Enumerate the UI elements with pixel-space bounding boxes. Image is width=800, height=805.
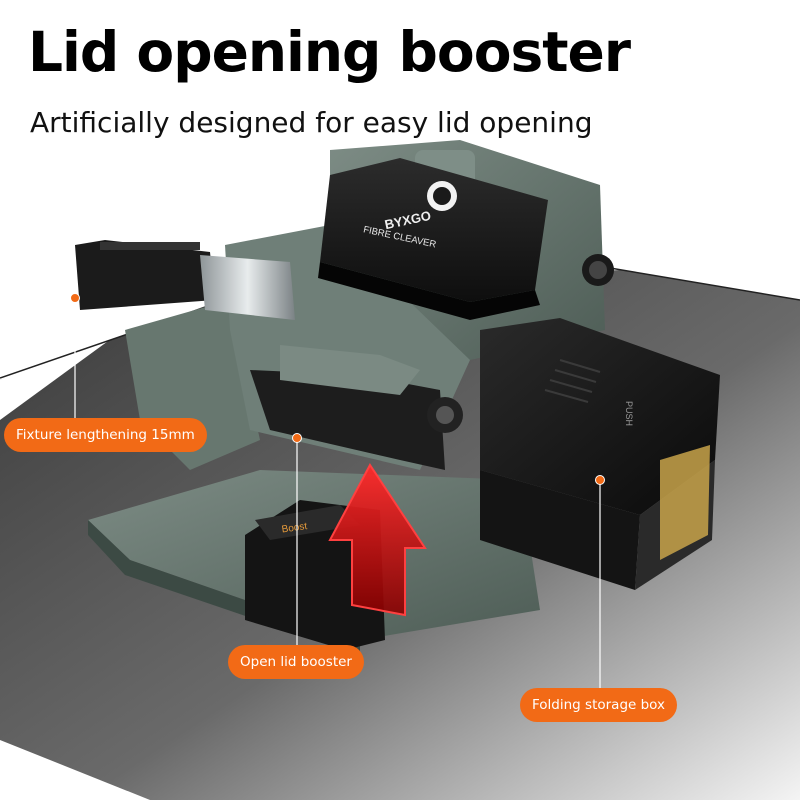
- callout-storage: Folding storage box: [520, 688, 678, 722]
- warning-label: [660, 445, 710, 560]
- callout-booster: Open lid booster: [228, 645, 364, 679]
- fixture-arm: [75, 240, 215, 310]
- marker-fixture: [70, 293, 80, 303]
- marker-storage: [595, 475, 605, 485]
- marker-booster: [292, 433, 302, 443]
- subheadline: Artificially designed for easy lid openi…: [30, 106, 593, 139]
- callout-fixture: Fixture lengthening 15mm: [4, 418, 207, 452]
- push-label: PUSH: [624, 401, 634, 426]
- headline: Lid opening booster: [28, 20, 631, 84]
- steel-clamp: [200, 255, 295, 320]
- arrow-up-icon: [328, 463, 427, 617]
- cleaver-lid: [320, 158, 548, 302]
- boost-label: Boost: [281, 521, 308, 535]
- fiber-clamp: [250, 370, 445, 470]
